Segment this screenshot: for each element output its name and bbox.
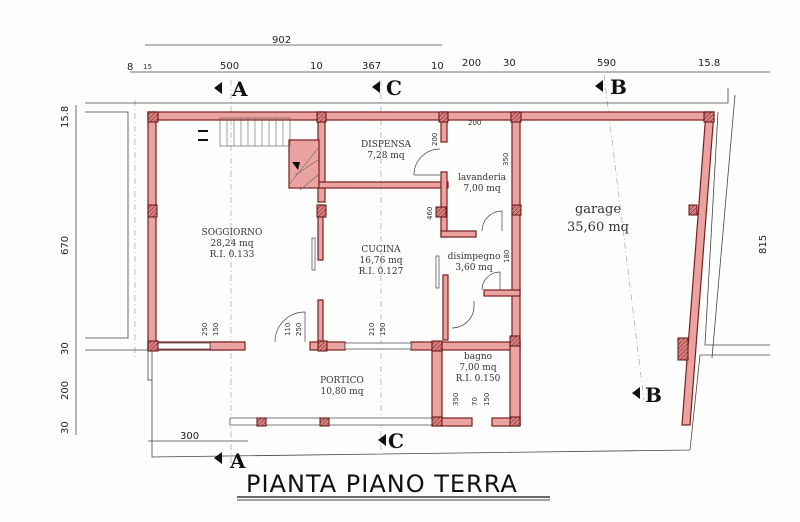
room-name: DISPENSA bbox=[361, 140, 412, 150]
plan-title: PIANTA PIANO TERRA bbox=[246, 470, 518, 498]
dim-inner: 210 bbox=[368, 323, 376, 336]
section-marker-a-top: A bbox=[214, 77, 248, 101]
dim-top: 367 bbox=[362, 61, 381, 72]
room-name: PORTICO bbox=[320, 376, 364, 386]
room-area: 3,60 mq bbox=[455, 263, 492, 273]
room-garage: garage 35,60 mq bbox=[567, 202, 629, 235]
section-marker-b-bottom: B bbox=[632, 383, 662, 407]
section-marker-c-top: C bbox=[372, 76, 402, 100]
dim-left: 30 bbox=[60, 342, 71, 355]
room-area: 28,24 mq bbox=[211, 239, 254, 249]
section-label: C bbox=[388, 429, 404, 453]
room-ri: R.I. 0.133 bbox=[210, 250, 255, 260]
dim-bottom: 300 bbox=[180, 431, 199, 442]
room-cucina: CUCINA 16,76 mq R.I. 0.127 bbox=[359, 245, 404, 277]
arrow-left-icon bbox=[214, 82, 222, 94]
dim-inner: 250 bbox=[201, 323, 209, 336]
dim-inner: 110 bbox=[284, 323, 292, 336]
arrow-left-icon bbox=[378, 434, 386, 446]
dim-inner: 150 bbox=[212, 323, 220, 336]
dim-top: 30 bbox=[503, 58, 516, 69]
room-name: bagno bbox=[464, 352, 492, 362]
dim-right: 815 bbox=[758, 235, 769, 254]
doors bbox=[274, 148, 503, 343]
room-name: disimpegno bbox=[448, 252, 501, 262]
section-label: A bbox=[231, 77, 248, 101]
dim-left: 670 bbox=[60, 236, 71, 255]
dim-inner: 350 bbox=[502, 153, 510, 166]
section-label: B bbox=[645, 383, 662, 407]
room-dispensa: DISPENSA 7,28 mq bbox=[361, 140, 412, 161]
dim-top: 10 bbox=[310, 61, 323, 72]
room-disimpegno: disimpegno 3,60 mq bbox=[448, 252, 501, 273]
room-name: garage bbox=[575, 202, 621, 217]
arrow-left-icon bbox=[372, 81, 380, 93]
dim-inner: 180 bbox=[503, 250, 511, 263]
dim-inner: 250 bbox=[295, 323, 303, 336]
dim-inner: 150 bbox=[379, 323, 387, 336]
columns bbox=[147, 111, 715, 427]
dim-inner: 200 bbox=[468, 119, 481, 127]
room-area: 7,00 mq bbox=[459, 363, 496, 373]
walls bbox=[147, 111, 715, 427]
dim-left: 15.8 bbox=[60, 106, 71, 128]
room-ri: R.I. 0.127 bbox=[359, 267, 404, 277]
dim-inner: 150 bbox=[483, 393, 491, 406]
dim-left: 30 bbox=[60, 421, 71, 434]
dim-inner: 200 bbox=[431, 133, 439, 146]
room-bagno: bagno 7,00 mq R.I. 0.150 bbox=[456, 352, 501, 384]
room-area: 10,80 mq bbox=[321, 387, 364, 397]
room-ri: R.I. 0.150 bbox=[456, 374, 501, 384]
dim-top: 200 bbox=[462, 58, 481, 69]
dim-top: 15 bbox=[143, 63, 152, 71]
room-area: 7,00 mq bbox=[463, 184, 500, 194]
dim-top: 10 bbox=[431, 61, 444, 72]
room-name: SOGGIORNO bbox=[202, 228, 263, 238]
room-portico: PORTICO 10,80 mq bbox=[320, 376, 364, 397]
dim-inner: 350 bbox=[452, 393, 460, 406]
section-marker-a-bottom: A bbox=[214, 449, 246, 473]
room-area: 7,28 mq bbox=[367, 151, 404, 161]
dim-top: 15.8 bbox=[698, 58, 720, 69]
room-name: lavanderia bbox=[458, 173, 507, 183]
room-area: 16,76 mq bbox=[360, 256, 403, 266]
section-label: B bbox=[610, 75, 627, 99]
dim-inner: 70 bbox=[471, 397, 479, 406]
section-marker-b-top: B bbox=[595, 75, 627, 99]
arrow-left-icon bbox=[214, 452, 222, 464]
dim-top: 590 bbox=[597, 58, 616, 69]
room-lavanderia: lavanderia 7,00 mq bbox=[458, 173, 507, 194]
dim-top: 500 bbox=[220, 61, 239, 72]
dim-top: 8 bbox=[127, 62, 133, 73]
arrow-left-icon bbox=[632, 387, 640, 399]
axis-lines bbox=[134, 74, 645, 470]
section-label: C bbox=[386, 76, 402, 100]
dim-total-top: 902 bbox=[272, 35, 291, 46]
dim-left: 200 bbox=[60, 381, 71, 400]
room-soggiorno: SOGGIORNO 28,24 mq R.I. 0.133 bbox=[202, 228, 263, 260]
section-marker-c-bottom: C bbox=[378, 429, 404, 453]
dimension-lines bbox=[75, 44, 770, 458]
room-area: 35,60 mq bbox=[567, 220, 629, 235]
room-name: CUCINA bbox=[361, 245, 401, 255]
staircase bbox=[198, 117, 319, 191]
dim-inner: 460 bbox=[426, 207, 434, 220]
section-label: A bbox=[229, 449, 246, 473]
arrow-left-icon bbox=[595, 80, 603, 92]
